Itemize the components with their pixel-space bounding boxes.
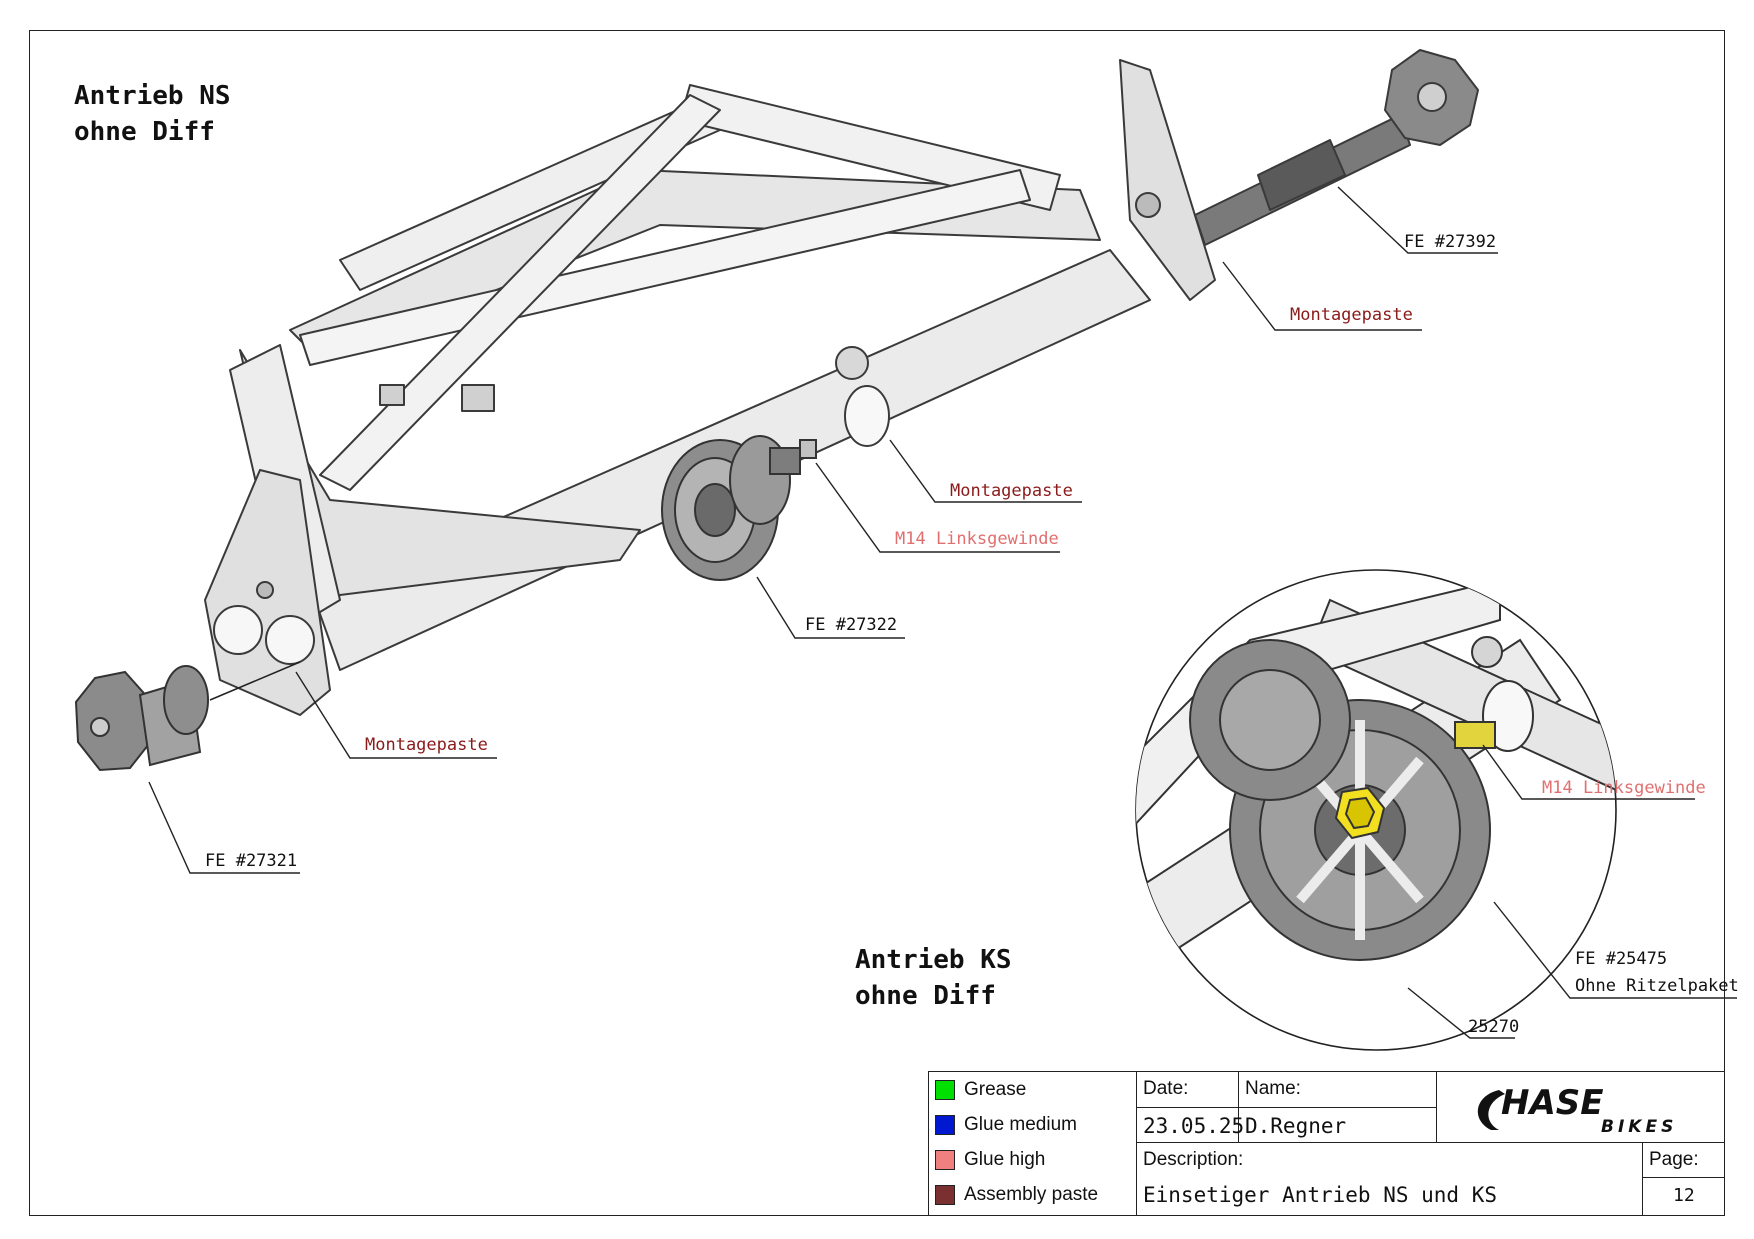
legend-label: Glue medium: [964, 1114, 1077, 1135]
callout-ohne-ritzelpaket: Ohne Ritzelpaket: [1575, 976, 1739, 996]
callout-fe27321: FE #27321: [205, 851, 297, 871]
title-antrieb-ks: Antrieb KS ohne Diff: [855, 942, 1012, 1014]
legend-item-grease: Grease: [935, 1077, 1026, 1103]
callout-m14-linksgewinde: M14 Linksgewinde: [895, 529, 1059, 549]
glue-medium-swatch: [935, 1115, 955, 1135]
glue-high-swatch: [935, 1150, 955, 1170]
hase-bikes-logo: HASE BIKES: [1477, 1083, 1677, 1137]
callout-m14-linksgewinde-detail: M14 Linksgewinde: [1542, 778, 1706, 798]
title-block: Grease Glue medium Glue high Assembly pa…: [928, 1071, 1725, 1216]
callout-montagepaste-left: Montagepaste: [365, 735, 488, 755]
assembly-paste-swatch: [935, 1185, 955, 1205]
callout-montagepaste-middle: Montagepaste: [950, 481, 1073, 501]
logo-bikes: BIKES: [1601, 1117, 1677, 1137]
name-label: Name:: [1245, 1078, 1301, 1099]
callout-fe27392: FE #27392: [1404, 232, 1496, 252]
description-label: Description:: [1143, 1149, 1244, 1170]
title-ks-line2: ohne Diff: [855, 981, 996, 1011]
legend-item-glue-medium: Glue medium: [935, 1112, 1077, 1138]
page-number: 12: [1673, 1185, 1695, 1206]
description-value: Einsetiger Antrieb NS und KS: [1143, 1183, 1498, 1207]
callout-fe27322: FE #27322: [805, 615, 897, 635]
callout-leaders: [148, 186, 1498, 874]
pulley-sprocket: [661, 435, 817, 581]
legend-label: Assembly paste: [964, 1184, 1099, 1205]
legend-item-glue-high: Glue high: [935, 1147, 1045, 1173]
legend-label: Glue high: [964, 1149, 1046, 1170]
title-antrieb-ns: Antrieb NS ohne Diff: [74, 78, 231, 150]
title-ns-line2: ohne Diff: [74, 117, 215, 147]
date-label: Date:: [1143, 1078, 1189, 1099]
grease-swatch: [935, 1080, 955, 1100]
name-value: D.Regner: [1245, 1114, 1347, 1138]
drawing-frame: [29, 30, 1725, 1216]
callout-fe25475: FE #25475: [1575, 949, 1667, 969]
callout-25270: 25270: [1468, 1017, 1519, 1037]
legend-label: Grease: [964, 1079, 1027, 1100]
title-ks-line1: Antrieb KS: [855, 945, 1012, 975]
frame-illustration: [204, 49, 1479, 716]
callout-texts: FE #27392 Montagepaste Montagepaste M14 …: [205, 232, 1739, 1037]
callout-montagepaste-right: Montagepaste: [1290, 305, 1413, 325]
logo-hase: HASE: [1501, 1083, 1603, 1123]
left-hub-nut: [74, 661, 301, 772]
page-label: Page:: [1649, 1149, 1699, 1170]
date-value: 23.05.25: [1143, 1114, 1245, 1138]
detail-view: [1135, 569, 1737, 1051]
legend-item-assembly-paste: Assembly paste: [935, 1182, 1098, 1208]
title-ns-line1: Antrieb NS: [74, 81, 231, 111]
